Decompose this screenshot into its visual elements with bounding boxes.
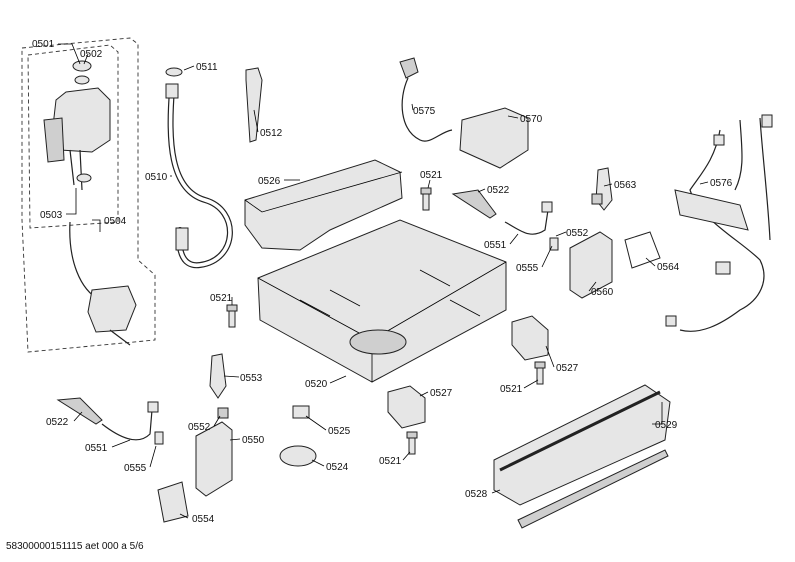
callout-0553: 0553 (240, 373, 263, 384)
cable-guide (157, 481, 189, 523)
callout-0522-lower: 0522 (46, 417, 69, 428)
valve-coil (43, 117, 65, 163)
drawing-code: 58300000151115 aet 000 a 5/6 (6, 541, 144, 552)
hinge-bush-lower (217, 407, 229, 419)
callout-0522-upper: 0522 (487, 185, 510, 196)
cable-upper (504, 209, 549, 235)
callout-0527-right: 0527 (556, 363, 579, 374)
spring-upper (451, 189, 497, 219)
cover-plate-edge (244, 171, 403, 213)
screw-d (406, 431, 418, 455)
callout-0560: 0560 (591, 287, 614, 298)
spring-lower (56, 397, 103, 425)
foot-right (511, 315, 549, 361)
callout-0528: 0528 (465, 489, 488, 500)
aquastop-wire (109, 329, 131, 346)
callout-0502: 0502 (80, 49, 103, 60)
hose-holder (245, 67, 263, 143)
callout-0551-lower: 0551 (85, 443, 108, 454)
callout-0504: 0504 (104, 216, 127, 227)
mains-plug (399, 57, 419, 79)
valve-filter (74, 75, 90, 85)
callout-labels: 0501 0502 0503 0504 0510 0511 0512 0526 … (32, 39, 733, 525)
valve-clamp (76, 173, 92, 183)
hinge-plate (569, 231, 613, 299)
screw-a (420, 187, 432, 211)
callout-0503: 0503 (40, 210, 63, 221)
hose-end-top (165, 83, 179, 99)
callout-0552-upper: 0552 (566, 228, 589, 239)
callout-0526: 0526 (258, 176, 281, 187)
callout-0521-upper: 0521 (420, 170, 443, 181)
callout-0564: 0564 (657, 262, 680, 273)
callout-0521-front: 0521 (379, 456, 402, 467)
sensor-part (292, 405, 310, 419)
callout-0555-lower: 0555 (124, 463, 147, 474)
callout-0529: 0529 (655, 420, 678, 431)
clip-upper (549, 237, 559, 251)
hinge-plate-left (195, 421, 233, 497)
callout-0550: 0550 (242, 435, 265, 446)
cover-plate (244, 159, 403, 251)
callout-0525: 0525 (328, 426, 351, 437)
callout-0520: 0520 (305, 379, 328, 390)
mains-cable (401, 77, 453, 142)
callout-0575: 0575 (413, 106, 436, 117)
wiring-harness (665, 114, 773, 332)
callout-0554: 0554 (192, 514, 215, 525)
valve-terminals (69, 149, 83, 191)
callout-0552-lower: 0552 (188, 422, 211, 433)
callout-0570: 0570 (520, 114, 543, 125)
cable-holder (624, 231, 661, 269)
callout-0563: 0563 (614, 180, 637, 191)
mains-cable-group (399, 57, 453, 142)
valve-seal-ring (72, 60, 92, 72)
callout-0521-right: 0521 (500, 384, 523, 395)
callout-0511: 0511 (196, 62, 218, 73)
water-valve-group (21, 37, 156, 353)
callout-0527-front: 0527 (430, 388, 453, 399)
water-inlet-valve-body (51, 87, 111, 153)
interference-filter (459, 107, 529, 169)
clip-lower (154, 431, 164, 445)
drain-hose-group (165, 67, 233, 269)
harness-connector-block (674, 189, 749, 231)
cable-connector-upper (541, 201, 553, 213)
hose-clamp (165, 67, 183, 77)
base-tray (257, 219, 507, 383)
hose-end-bottom (175, 227, 189, 251)
cable-connector-lower (147, 401, 159, 413)
callout-0524: 0524 (326, 462, 349, 473)
callout-0521-left: 0521 (210, 293, 233, 304)
leader-lines (58, 43, 709, 519)
callout-0551-upper: 0551 (484, 240, 507, 251)
hinge-bush-upper (591, 193, 603, 205)
inlet-hose-line (69, 221, 101, 301)
pump-sump (349, 329, 407, 355)
screw-c (534, 361, 546, 385)
drain-hose-inner (168, 88, 232, 267)
callout-0555-upper: 0555 (516, 263, 539, 274)
dashed-group-outline (21, 37, 156, 353)
foot-front (387, 385, 426, 429)
cable-lower (101, 409, 153, 441)
screw-b (226, 304, 238, 328)
callout-0501: 0501 (32, 39, 55, 50)
aquastop-housing (87, 285, 137, 333)
callout-0576: 0576 (710, 178, 733, 189)
hinge-bracket-lower (209, 353, 227, 399)
dashed-subgroup-outline (27, 44, 119, 229)
plinth-group (493, 384, 671, 529)
plinth-strip (517, 449, 669, 529)
cover-disc (279, 445, 317, 467)
callout-0510: 0510 (145, 172, 168, 183)
callout-0512: 0512 (260, 128, 283, 139)
